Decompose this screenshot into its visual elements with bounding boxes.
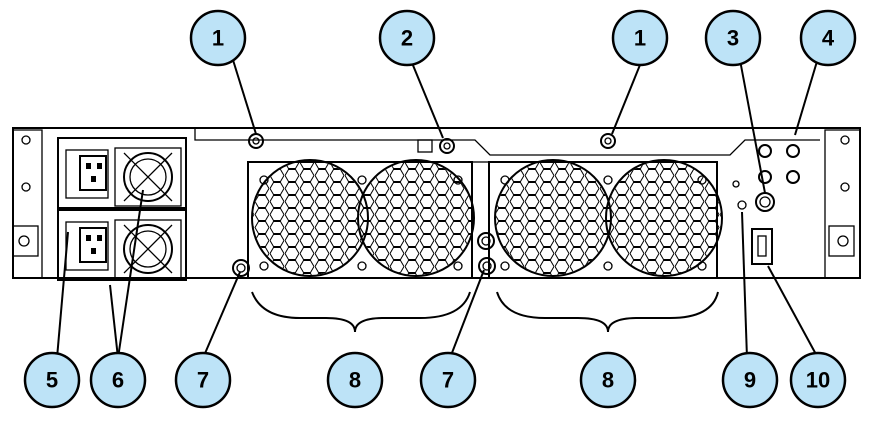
leader-lines <box>56 57 819 359</box>
callout-label: 8 <box>349 368 361 393</box>
callout-6: 6 <box>89 351 147 409</box>
grounding-point <box>417 138 455 154</box>
callout-1-left: 1 <box>189 9 247 67</box>
callout-label: 7 <box>442 368 454 393</box>
callout-label: 5 <box>46 368 58 393</box>
power-supply-units <box>57 137 187 281</box>
callout-7-right: 7 <box>419 351 477 409</box>
callout-8-left: 8 <box>326 351 384 409</box>
callout-5: 5 <box>23 351 81 409</box>
callout-label: 8 <box>602 368 614 393</box>
callout-9: 9 <box>721 351 779 409</box>
callout-label: 3 <box>727 26 739 51</box>
callout-label: 7 <box>197 368 209 393</box>
callout-label: 2 <box>401 26 413 51</box>
right-panel-ports <box>732 144 800 265</box>
callout-7-left: 7 <box>174 351 232 409</box>
callout-4: 4 <box>799 9 857 67</box>
callout-3: 3 <box>704 9 762 67</box>
callout-1-right: 1 <box>611 9 669 67</box>
fan-modules <box>247 159 723 279</box>
callout-label: 4 <box>822 26 835 51</box>
callout-label: 1 <box>212 26 224 51</box>
callout-8-right: 8 <box>579 351 637 409</box>
callout-2: 2 <box>378 9 436 67</box>
callout-10: 10 <box>789 351 847 409</box>
callout-label: 1 <box>634 26 646 51</box>
screws <box>232 133 616 277</box>
callout-label: 10 <box>806 368 830 393</box>
callout-label: 9 <box>744 368 756 393</box>
callout-label: 6 <box>112 368 124 393</box>
